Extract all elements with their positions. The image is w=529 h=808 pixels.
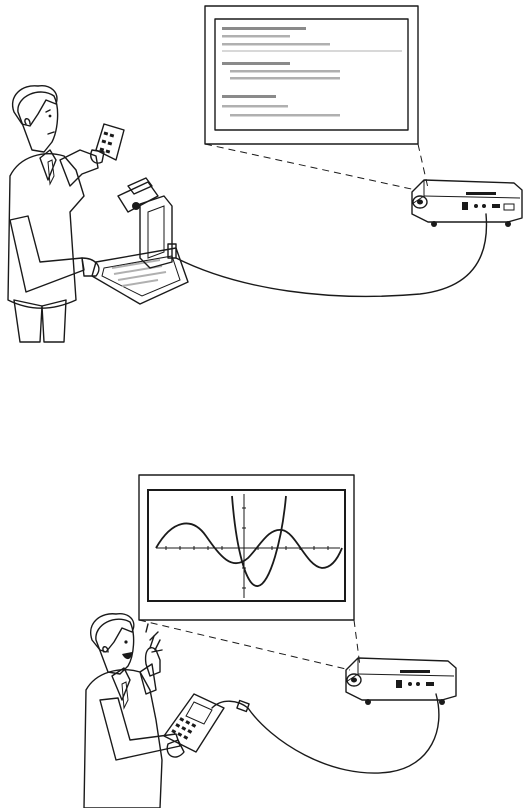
projector-top xyxy=(412,180,522,227)
projection-screen-top xyxy=(205,6,418,144)
document-camera xyxy=(92,178,188,304)
graphing-calculator-setup-panel xyxy=(84,475,456,808)
remote-control xyxy=(96,124,124,160)
projection-beam-line xyxy=(139,620,350,670)
presenter-with-remote xyxy=(8,86,124,342)
video-cable-bottom xyxy=(212,694,439,773)
projected-document xyxy=(222,27,402,117)
video-cable-top xyxy=(176,214,486,296)
projection-screen-bottom xyxy=(139,475,354,620)
projector-bottom xyxy=(346,658,456,705)
document-camera-setup-panel xyxy=(8,6,522,342)
presenter-with-calculator xyxy=(84,614,224,808)
projection-beam-line xyxy=(205,144,416,190)
graphing-calculator xyxy=(164,694,224,752)
